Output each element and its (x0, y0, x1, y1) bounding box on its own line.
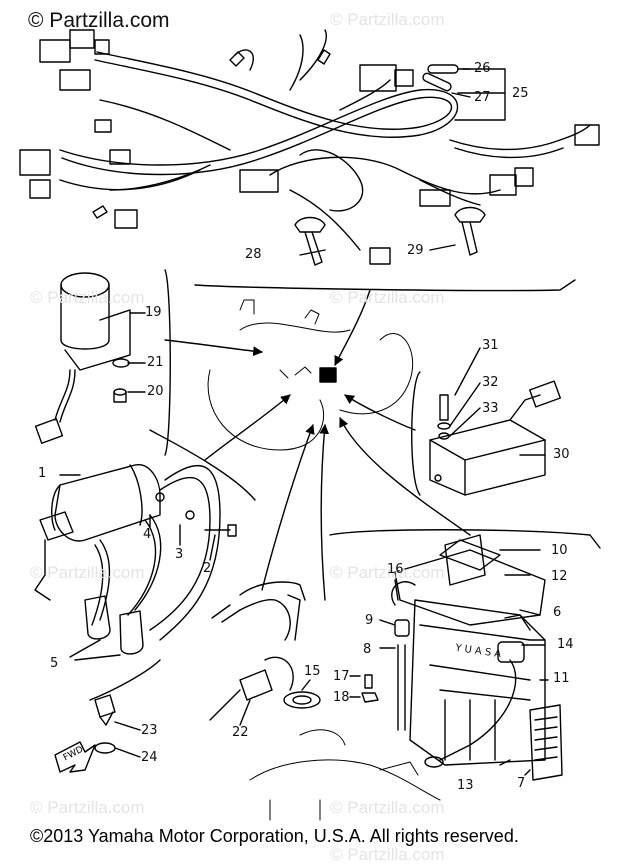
clamp-29 (454, 206, 486, 256)
bolt-2 (204, 524, 237, 537)
washer-32 (437, 422, 451, 430)
battery-11 (409, 599, 546, 766)
watermark: © Partzilla.com (330, 563, 445, 582)
battery-case-6 (504, 614, 531, 631)
watermark: © Partzilla.com (30, 563, 145, 582)
callout-25: 25 (512, 86, 529, 101)
callout-8: 8 (363, 642, 372, 657)
callout-13: 13 (457, 778, 474, 793)
copyright-notice: ©2013 Yamaha Motor Corporation, U.S.A. A… (30, 826, 519, 846)
callout-33: 33 (482, 401, 499, 416)
callout-31: 31 (482, 338, 499, 353)
fitting-9 (394, 619, 410, 637)
wire-harness (19, 29, 600, 265)
callout-23: 23 (141, 723, 158, 738)
callout-2: 2 (203, 561, 212, 576)
caution-label-7 (529, 704, 563, 781)
callout-19: 19 (145, 305, 162, 320)
callout-30: 30 (553, 447, 570, 462)
callout-27: 27 (474, 90, 491, 105)
callout-11: 11 (553, 671, 570, 686)
partzilla-logo: © Partzilla.com (28, 9, 170, 32)
callout-16: 16 (387, 562, 404, 577)
terminal-cover-14 (497, 641, 525, 663)
watermark: © Partzilla.com (330, 845, 445, 864)
callout-7: 7 (517, 776, 526, 791)
neutral-switch-22 (209, 594, 301, 721)
screw-31 (439, 394, 449, 421)
washer-21 (112, 358, 130, 368)
callout-4: 4 (143, 527, 152, 542)
battery-lead-13 (424, 659, 517, 768)
callout-21: 21 (147, 355, 164, 370)
watermark: © Partzilla.com (30, 798, 145, 817)
callout-18: 18 (333, 690, 350, 705)
callout-20: 20 (147, 384, 164, 399)
battery-band-10 (444, 534, 486, 586)
nut-18 (361, 692, 379, 703)
callout-24: 24 (141, 750, 158, 765)
callout-26: 26 (474, 61, 491, 76)
callout-10: 10 (551, 543, 568, 558)
callout-1: 1 (38, 466, 47, 481)
callout-28: 28 (245, 247, 262, 262)
callout-29: 29 (407, 243, 424, 258)
watermark: © Partzilla.com (30, 288, 145, 307)
callout-15: 15 (304, 664, 321, 679)
frame-outline (207, 299, 414, 451)
rectifier-30 (429, 380, 561, 496)
watermark: © Partzilla.com (330, 798, 445, 817)
callout-32: 32 (482, 375, 499, 390)
ignition-coil-1 (34, 464, 221, 641)
grommet-15 (283, 691, 321, 709)
plug-cap-5b (119, 610, 144, 655)
breather-pipe-8 (397, 644, 406, 731)
plug-cap-5a (84, 595, 111, 640)
callout-17: 17 (333, 669, 350, 684)
callout-3: 3 (175, 547, 184, 562)
ignition-switch-19 (34, 272, 131, 444)
fuse-26 (427, 64, 459, 74)
fuse-27 (422, 72, 452, 92)
screw-20 (113, 388, 127, 403)
clamp-28 (294, 216, 326, 266)
callout-12: 12 (551, 569, 568, 584)
fwd-arrow (54, 741, 96, 773)
callout-5: 5 (50, 656, 59, 671)
callout-9: 9 (365, 613, 374, 628)
washer-33 (438, 432, 450, 440)
watermark: © Partzilla.com (330, 10, 445, 29)
callout-22: 22 (232, 725, 249, 740)
callout-14: 14 (557, 637, 574, 652)
gasket-24 (94, 742, 116, 754)
switch-23 (94, 694, 116, 726)
watermark: © Partzilla.com (330, 288, 445, 307)
bolt-17 (364, 674, 373, 689)
callout-6: 6 (553, 605, 562, 620)
